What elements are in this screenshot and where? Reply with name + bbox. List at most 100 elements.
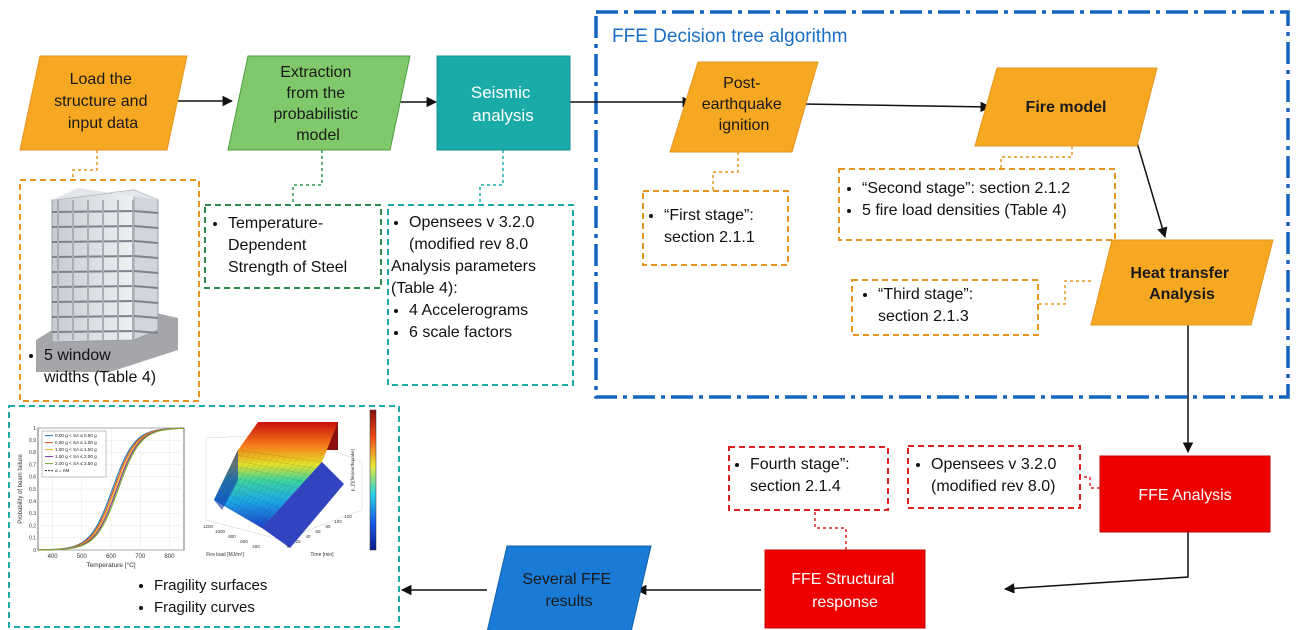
fragility-results-note — [8, 405, 400, 628]
surface-body — [214, 422, 338, 528]
plot2d-legend: 0.00 g < SA ≤ 0.50 g 0.50 g < SA ≤ 1.00 g… — [41, 430, 107, 478]
fragility-surface-plot: p_{f}(fire|earthquake) 12001000800600400… — [203, 409, 377, 558]
ytick-label: 0.5 — [29, 487, 36, 493]
xtick-label: 1000 — [215, 529, 226, 534]
ffe-analysis-text: FFE Analysis — [1138, 487, 1231, 504]
building-floor-slab — [133, 240, 159, 244]
building-floor-slab — [133, 285, 159, 289]
ytick-label: 0.8 — [29, 450, 36, 456]
mesh-line — [255, 460, 311, 525]
mesh-line — [227, 453, 263, 509]
ytick-label: 1 — [33, 426, 36, 432]
heat-transfer-text: Heat transfer Analysis — [1130, 265, 1233, 303]
building-floor-slab — [51, 240, 135, 243]
ytick-label: 0.9 — [29, 438, 36, 444]
colorbar — [369, 409, 377, 551]
ytick-label: 0 — [287, 544, 290, 549]
legend-label: 2.00 g < SA ≤ 3.50 g — [55, 461, 97, 466]
ytick-label: 0.6 — [29, 475, 36, 481]
connector-structural-note — [814, 510, 847, 550]
load-structure-node[interactable] — [19, 55, 188, 151]
legend-label: 1.50 g < SA ≤ 2.00 g — [55, 454, 97, 459]
second-stage-note — [838, 168, 1116, 241]
fire-model-node[interactable] — [974, 67, 1158, 147]
xtick-label: 800 — [228, 534, 236, 539]
connector-extraction-note — [292, 150, 323, 205]
mesh-line — [224, 452, 257, 507]
ytick-label: 0 — [33, 548, 36, 554]
legend-label: 0.00 g < SA ≤ 0.50 g — [55, 433, 97, 438]
ytick-label: 0.7 — [29, 462, 36, 468]
building-floor-slab — [51, 255, 135, 258]
mesh-line — [231, 454, 269, 511]
ytick-label: 40 — [305, 534, 311, 539]
connector-fire-note — [1000, 146, 1073, 168]
arrow-ffe-to-structural — [1003, 532, 1189, 594]
first-stage-note — [642, 190, 789, 266]
extraction-text: Extraction from the probabilistic model — [274, 64, 363, 144]
plot2d-ylabel: Probability of beam failure — [18, 454, 24, 524]
xtick-label: 400 — [252, 544, 260, 549]
note-connectors — [72, 146, 1100, 550]
mesh-line — [237, 449, 323, 463]
plot3d-xlabel: Fire load [MJ/m²] — [206, 552, 244, 558]
mesh-line — [216, 494, 269, 522]
building-model-image — [36, 188, 178, 372]
seismic-analysis-node[interactable] — [436, 55, 571, 151]
ytick-label: 0.1 — [29, 536, 36, 542]
ytick-label: 120 — [344, 514, 352, 519]
building-floor-slab — [133, 225, 159, 229]
ytick-label: 20 — [295, 539, 301, 544]
mesh-line — [237, 455, 281, 515]
ytick-label: 60 — [315, 529, 321, 534]
connector-load-note — [72, 150, 98, 180]
building-floor-slab — [51, 300, 135, 303]
xtick-label: 700 — [135, 554, 146, 560]
fourth-stage-text: Fourth stage”:section 2.1.4 — [732, 454, 850, 498]
opensees-rev-note — [907, 445, 1081, 509]
ignition-node[interactable] — [669, 61, 819, 153]
arrow-ignition-to-fire — [802, 101, 992, 113]
building-floor-slab — [51, 210, 135, 213]
fragility-curve — [38, 427, 185, 551]
mesh-line — [235, 454, 317, 469]
decision-tree-region — [594, 10, 1290, 399]
building-floor-slab — [51, 270, 135, 273]
mesh-line — [234, 455, 275, 513]
legend-label: α = nM — [55, 468, 69, 473]
building-floor-slab — [51, 285, 135, 288]
ffe-structural-text: FFE Structural response — [791, 571, 899, 611]
fourth-stage-note — [728, 446, 889, 511]
connector-ignition-note — [712, 152, 739, 190]
ytick-label: 0.4 — [29, 499, 36, 505]
mesh-line — [248, 458, 299, 521]
xtick-label: 400 — [48, 554, 59, 560]
ffe-analysis-node[interactable] — [1099, 455, 1271, 533]
opensees-parameters-text: Opensees v 3.2.0(modified rev 8.0 Analys… — [391, 212, 536, 344]
legend-label: 1.00 g < SA ≤ 1.50 g — [55, 447, 97, 452]
plot3d-zlabel: p_{f}(fire|earthquake) — [350, 448, 355, 491]
plot2d-yticks: 10.90.80.70.60.50.40.30.20.10 — [29, 426, 36, 554]
mesh-line — [228, 469, 299, 489]
plot2d-xlabel: Temperature [°C] — [86, 561, 135, 569]
mesh-line — [225, 474, 293, 496]
legend-label: 0.50 g < SA ≤ 1.00 g — [55, 440, 97, 445]
extraction-node[interactable] — [227, 55, 411, 151]
mesh-line — [244, 457, 293, 519]
fire-model-text: Fire model — [1026, 99, 1107, 116]
ffe-structural-node[interactable] — [764, 549, 926, 629]
several-results-node[interactable] — [486, 545, 652, 630]
mesh-line — [218, 489, 275, 515]
building-floor-slab — [133, 315, 159, 319]
heat-transfer-node[interactable] — [1090, 239, 1274, 326]
building-floor-slab — [51, 330, 135, 333]
surface-left — [214, 450, 238, 510]
mesh-line — [223, 479, 287, 502]
mesh-line — [258, 461, 317, 527]
building-floor-slab — [133, 330, 159, 334]
mesh-line — [221, 484, 281, 509]
ytick-label: 100 — [334, 519, 342, 524]
seismic-analysis-text: Seismic analysis — [471, 83, 535, 125]
